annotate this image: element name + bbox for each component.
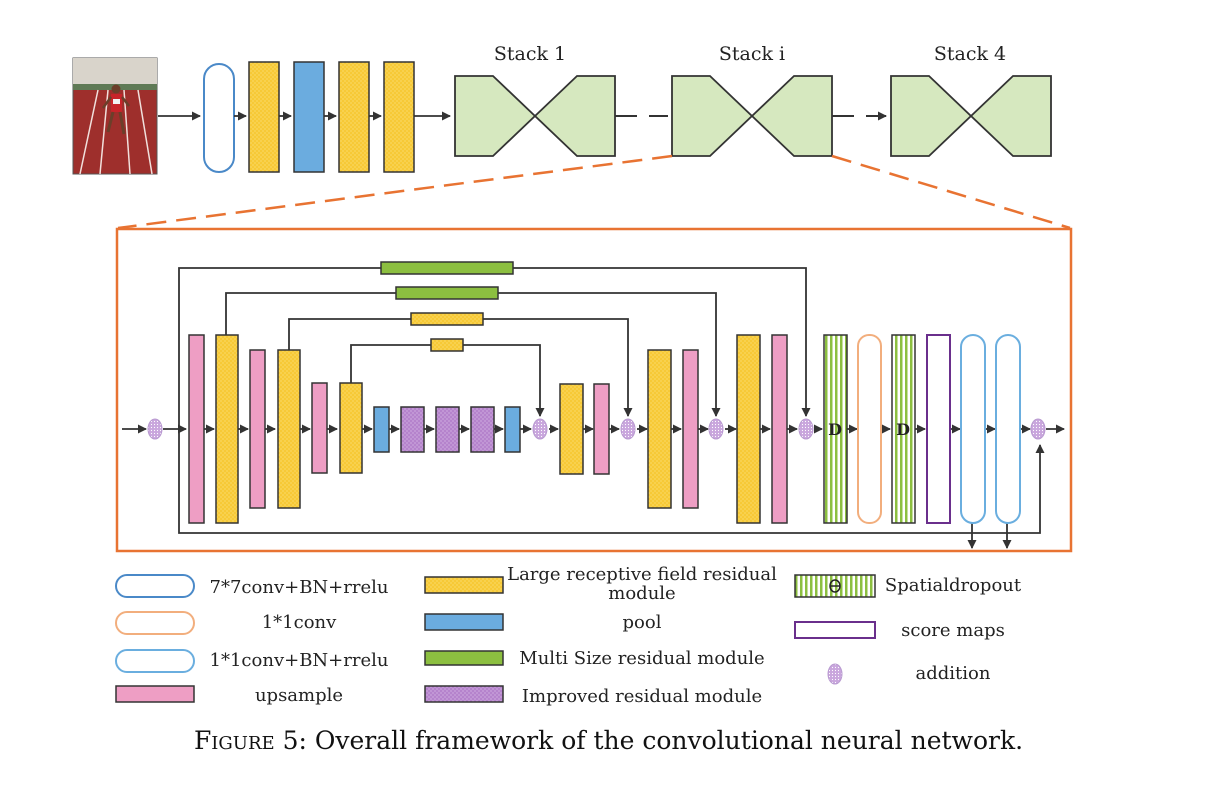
large-rf-module — [215, 334, 239, 524]
upsample-block — [249, 349, 266, 509]
legend-label-conv7: 7*7conv+BN+rrelu — [210, 577, 389, 598]
legend-icon-improved — [424, 685, 504, 703]
spatial-dropout-block — [891, 334, 916, 524]
legend-icon-upsample — [115, 685, 195, 703]
legend-icon-large-rf — [424, 576, 504, 594]
figure-caption-text: Overall framework of the convolutional n… — [314, 726, 1024, 755]
legend-icon-score — [794, 621, 876, 639]
top-yellow-module-1 — [248, 61, 280, 173]
legend-icon-pool — [424, 613, 504, 631]
legend-label-improved: Improved residual module — [522, 686, 762, 707]
legend-icon-multisize — [424, 650, 504, 666]
stack-label-4: Stack 4 — [934, 43, 1006, 65]
legend: 7*7conv+BN+rrelu 1*1conv 1*1conv+BN+rrel… — [115, 564, 1022, 707]
stack-label-i: Stack i — [719, 43, 785, 65]
improved-residual-module — [435, 406, 460, 453]
large-rf-module — [559, 383, 584, 475]
conv7-oval — [203, 63, 235, 173]
legend-icon-addition — [827, 663, 843, 685]
upsample-block — [311, 382, 328, 474]
spatial-dropout-block — [823, 334, 848, 524]
conv1-oval — [857, 334, 882, 524]
legend-icon-conv1-bn — [115, 649, 195, 673]
zoom-line-right — [831, 154, 1071, 230]
zoom-line-left — [117, 154, 673, 230]
addition-node — [620, 418, 636, 440]
legend-label-large-rf-line1: Large receptive field residual — [507, 564, 777, 585]
large-rf-module — [277, 349, 301, 509]
large-rf-module — [339, 382, 363, 474]
stack-4-hourglass — [890, 75, 1052, 157]
score-maps-block — [926, 334, 951, 524]
conv1-bn-oval — [960, 334, 986, 524]
skip-yellow-module-3 — [410, 312, 484, 326]
improved-residual-module — [470, 406, 495, 453]
legend-icon-conv7 — [115, 574, 195, 598]
stack-label-1: Stack 1 — [494, 43, 566, 65]
upsample-block — [188, 334, 205, 524]
legend-icon-conv1 — [115, 611, 195, 635]
legend-label-pool: pool — [623, 612, 662, 633]
top-pool — [293, 61, 325, 173]
legend-label-dropout: Spatialdropout — [885, 575, 1022, 596]
legend-label-large-rf-line2: module — [608, 583, 675, 604]
stack-1-hourglass — [454, 75, 616, 157]
addition-node — [708, 418, 724, 440]
legend-label-addition: addition — [916, 663, 991, 684]
addition-node — [532, 418, 548, 440]
addition-node-input — [147, 418, 163, 440]
large-rf-module — [647, 349, 672, 509]
upsample-block — [771, 334, 788, 524]
upsample-block — [593, 383, 610, 475]
stack-i-hourglass — [671, 75, 833, 157]
top-yellow-module-3 — [383, 61, 415, 173]
skip-multisize-module-2 — [395, 286, 499, 300]
large-rf-module — [736, 334, 761, 524]
addition-node-output — [1030, 418, 1046, 440]
pool-block — [373, 406, 390, 453]
figure-caption: Figure 5: Overall framework of the convo… — [0, 726, 1217, 755]
figure-number: Figure 5: — [193, 726, 307, 755]
dropout-mark: D — [828, 420, 842, 439]
input-image — [72, 57, 158, 175]
addition-node — [798, 418, 814, 440]
improved-residual-module — [400, 406, 425, 453]
legend-label-score: score maps — [901, 620, 1005, 641]
skip-yellow-module-4 — [430, 338, 464, 352]
upsample-block — [682, 349, 699, 509]
dropout-mark: D — [896, 420, 910, 439]
legend-label-conv1-bn: 1*1conv+BN+rrelu — [210, 650, 389, 671]
legend-label-upsample: upsample — [255, 685, 343, 706]
legend-label-conv1: 1*1conv — [262, 612, 337, 633]
pool-block — [504, 406, 521, 453]
network-diagram: Stack 1 Stack i Stack 4 — [72, 43, 1073, 707]
legend-label-multisize: Multi Size residual module — [519, 648, 764, 669]
conv1-bn-oval — [995, 334, 1021, 524]
top-yellow-module-2 — [338, 61, 370, 173]
skip-multisize-module-1 — [380, 261, 514, 275]
